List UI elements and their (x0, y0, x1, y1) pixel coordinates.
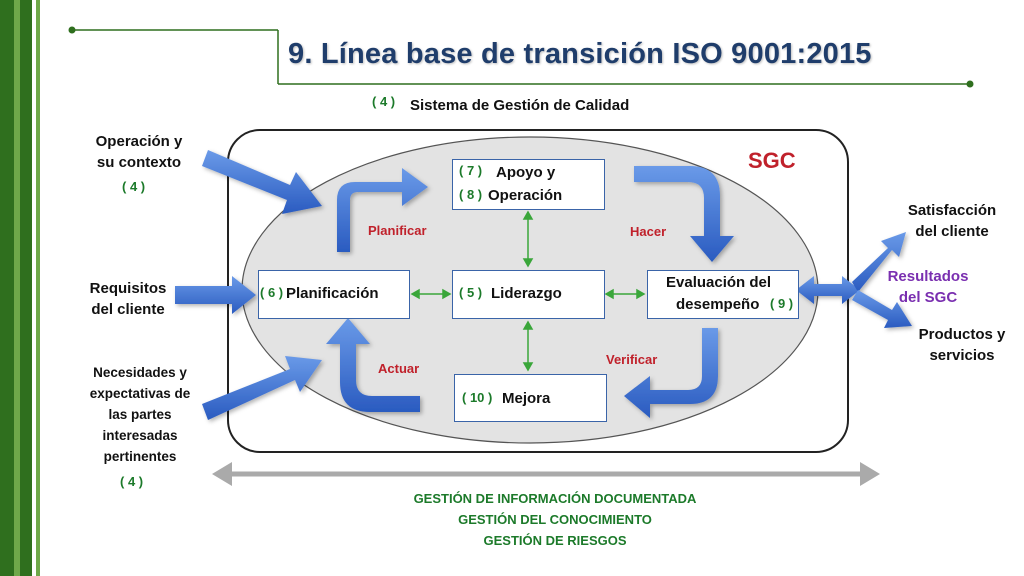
pdca-hacer: Hacer (630, 224, 667, 239)
left-bar-dark-2 (20, 0, 32, 576)
pdca-arrows (326, 166, 734, 418)
box-liderazgo-num: ( 5 ) (459, 285, 483, 300)
box-mejora-num: ( 10 ) (462, 390, 493, 405)
output-resultados-line2: del SGC (898, 289, 958, 306)
pdca-actuar: Actuar (378, 361, 420, 376)
output-productos-line1: Productos y (918, 326, 1006, 343)
footer-notes: GESTIÓN DE INFORMACIÓN DOCUMENTADA GESTI… (300, 488, 810, 551)
output-resultados: Resultados del SGC (880, 266, 976, 308)
output-satisfaccion-line1: Satisfacción (907, 202, 997, 219)
box-planificacion-label: Planificación (286, 285, 379, 302)
box-apoyo (452, 159, 605, 210)
input-requisitos-line2: del cliente (91, 301, 165, 318)
input-necesidades-num: ( 4 ) (120, 474, 144, 489)
box-liderazgo-label: Liderazgo (491, 285, 562, 302)
box-mejora-label: Mejora (502, 390, 551, 407)
input-operacion-num: ( 4 ) (122, 179, 146, 194)
pdca-verificar: Verificar (606, 352, 658, 367)
footer-line2: GESTIÓN DEL CONOCIMIENTO (458, 512, 652, 527)
sgc-header-label: Sistema de Gestión de Calidad (410, 97, 630, 114)
left-bar-light (14, 0, 20, 576)
input-requisitos: Requisitos del cliente (80, 278, 176, 320)
box-mejora (454, 374, 607, 422)
input-necesidades-line2: expectativas de (89, 386, 191, 401)
input-operacion-line1: Operación y (95, 133, 183, 150)
output-satisfaccion: Satisfacción del cliente (900, 200, 1004, 242)
input-arrows (175, 150, 322, 420)
input-necesidades-line4: interesadas (102, 428, 178, 443)
sgc-header-num: ( 4 ) (372, 94, 396, 109)
output-satisfaccion-line2: del cliente (915, 223, 989, 240)
box-planificacion-num: ( 6 ) (260, 285, 284, 300)
input-requisitos-line1: Requisitos (89, 280, 167, 297)
left-bar-dark (0, 0, 14, 576)
pdca-planificar: Planificar (368, 223, 427, 238)
box-evaluacion-line2: desempeño (676, 296, 760, 313)
box-evaluacion-line1: Evaluación del (666, 274, 772, 291)
box-evaluacion (647, 270, 799, 319)
output-resultados-line1: Resultados (887, 268, 969, 285)
output-arrows (796, 232, 912, 328)
box-apoyo-num1: ( 7 ) (459, 163, 483, 178)
left-bar-thin (36, 0, 40, 576)
input-operacion: Operación y su contexto (88, 131, 190, 173)
input-operacion-line2: su contexto (96, 154, 182, 171)
footer-line1: GESTIÓN DE INFORMACIÓN DOCUMENTADA (413, 491, 697, 506)
box-apoyo-num2: ( 8 ) (459, 187, 483, 202)
title-lines (68, 26, 974, 88)
input-necesidades-line3: las partes (108, 407, 172, 422)
input-necesidades-line5: pertinentes (103, 449, 177, 464)
box-apoyo-line1: Apoyo y (496, 164, 556, 181)
page-title: 9. Línea base de transición ISO 9001:201… (288, 38, 872, 70)
input-necesidades: Necesidades y expectativas de las partes… (80, 362, 200, 467)
output-productos-line2: servicios (929, 347, 995, 364)
output-productos: Productos y servicios (910, 324, 1014, 366)
box-evaluacion-num: ( 9 ) (770, 296, 794, 311)
box-apoyo-line2: Operación (488, 187, 563, 204)
box-liderazgo (452, 270, 605, 319)
sgc-label: SGC (748, 148, 796, 173)
bottom-span-arrow (212, 462, 880, 486)
green-connectors (410, 210, 646, 372)
input-necesidades-line1: Necesidades y (93, 365, 187, 380)
box-planificacion (258, 270, 410, 319)
footer-line3: GESTIÓN DE RIESGOS (483, 533, 627, 548)
